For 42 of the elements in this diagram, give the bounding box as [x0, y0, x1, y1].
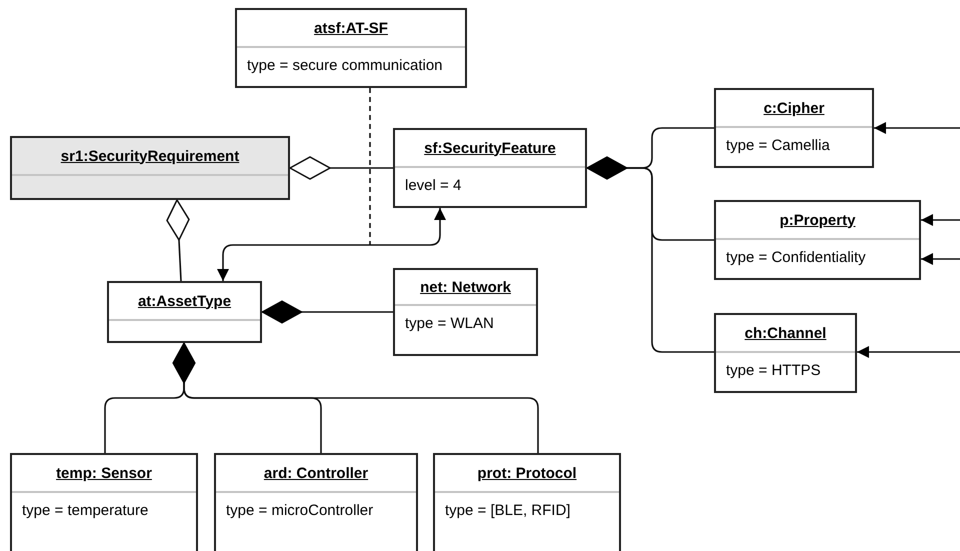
- composition-line: [262, 300, 393, 324]
- object-name: p:Property: [716, 202, 919, 240]
- attribute-text: level = 4: [404, 177, 462, 194]
- object-name: sr1:SecurityRequirement: [12, 138, 288, 176]
- dashed-connector: [369, 88, 371, 245]
- arrow: [921, 253, 960, 265]
- object-box: [714, 200, 921, 280]
- object-box: [393, 268, 538, 356]
- arrow: [857, 346, 960, 358]
- object-box: [107, 281, 262, 343]
- object-box: [433, 453, 621, 551]
- attribute-text: type = secure communication: [246, 57, 444, 74]
- arrow: [921, 214, 960, 226]
- object-name: at:AssetType: [109, 283, 260, 321]
- arrow: [874, 122, 960, 134]
- object-box: [714, 313, 857, 393]
- object-box: [393, 128, 587, 208]
- object-name: sf:SecurityFeature: [395, 130, 585, 168]
- composition-line: [586, 156, 714, 353]
- object-box: [235, 8, 467, 88]
- composition-line: [172, 342, 539, 453]
- object-name: atsf:AT-SF: [237, 10, 465, 48]
- object-name: net: Network: [395, 270, 536, 306]
- object-box: [10, 453, 198, 551]
- attribute-text: type = microController: [225, 502, 374, 519]
- object-box: [214, 453, 418, 551]
- arrow: [217, 208, 446, 281]
- attribute-text: type = WLAN: [404, 315, 495, 332]
- attribute-text: type = Camellia: [725, 137, 831, 154]
- object-name: temp: Sensor: [12, 455, 196, 493]
- object-box: [714, 88, 874, 168]
- object-name: ard: Controller: [216, 455, 416, 493]
- aggregation-line: [166, 199, 190, 282]
- attribute-text: type = Confidentiality: [725, 249, 867, 266]
- object-box: [10, 136, 290, 200]
- attribute-text: type = temperature: [21, 502, 150, 519]
- aggregation-line: [289, 156, 393, 180]
- object-name: c:Cipher: [716, 90, 872, 128]
- attribute-text: type = [BLE, RFID]: [444, 502, 572, 519]
- object-name: prot: Protocol: [435, 455, 619, 493]
- attribute-text: type = HTTPS: [725, 362, 822, 379]
- object-name: ch:Channel: [716, 315, 855, 353]
